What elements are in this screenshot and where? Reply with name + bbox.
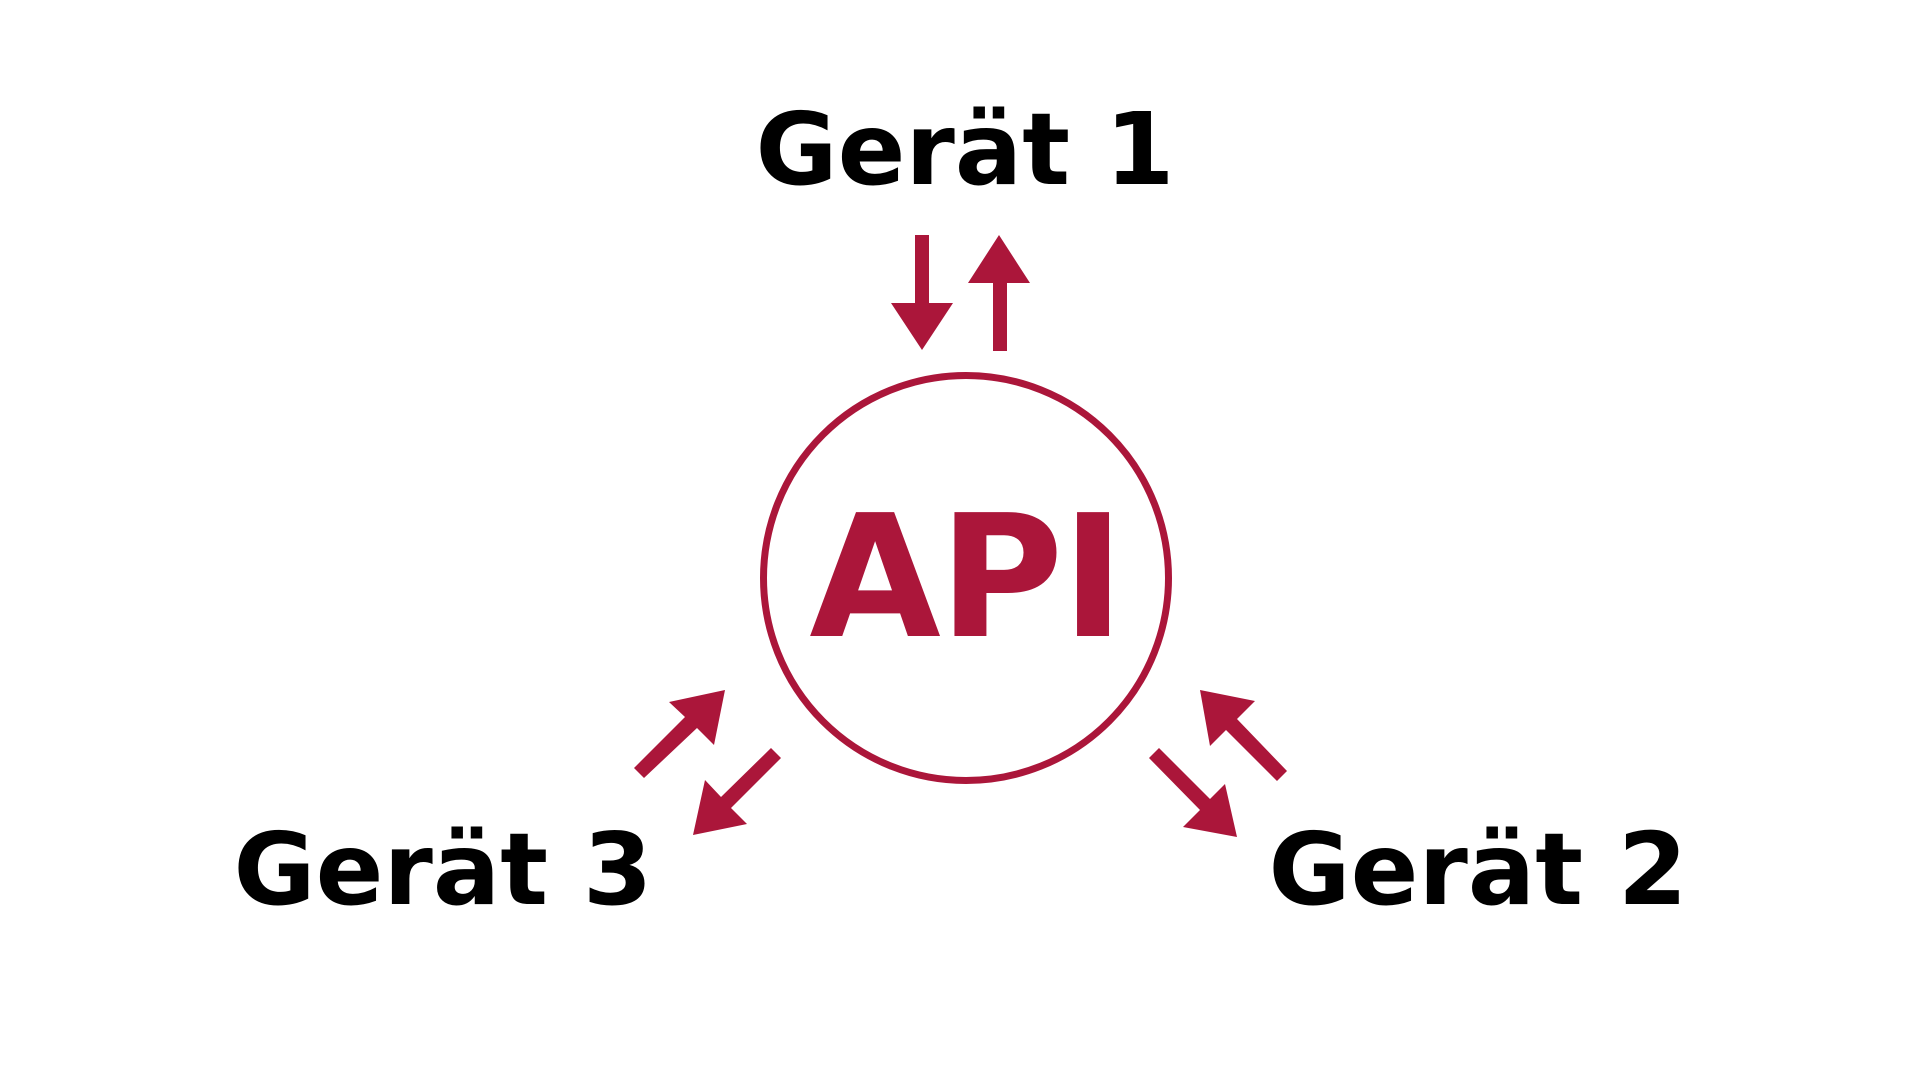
arrow-device-1-to-api — [891, 235, 953, 350]
arrow-api-to-device-1 — [968, 235, 1030, 351]
arrow-api-to-device-3 — [693, 748, 781, 835]
arrow-device-2-to-api — [1200, 690, 1287, 781]
api-hub: API — [760, 372, 1172, 784]
arrow-device-3-to-api — [634, 690, 725, 778]
device-1-label: Gerät 1 — [755, 91, 1175, 208]
device-3-label: Gerät 3 — [233, 811, 653, 928]
arrow-api-to-device-2 — [1149, 748, 1237, 837]
api-hub-label: API — [809, 479, 1124, 677]
device-2-label: Gerät 2 — [1268, 811, 1688, 928]
